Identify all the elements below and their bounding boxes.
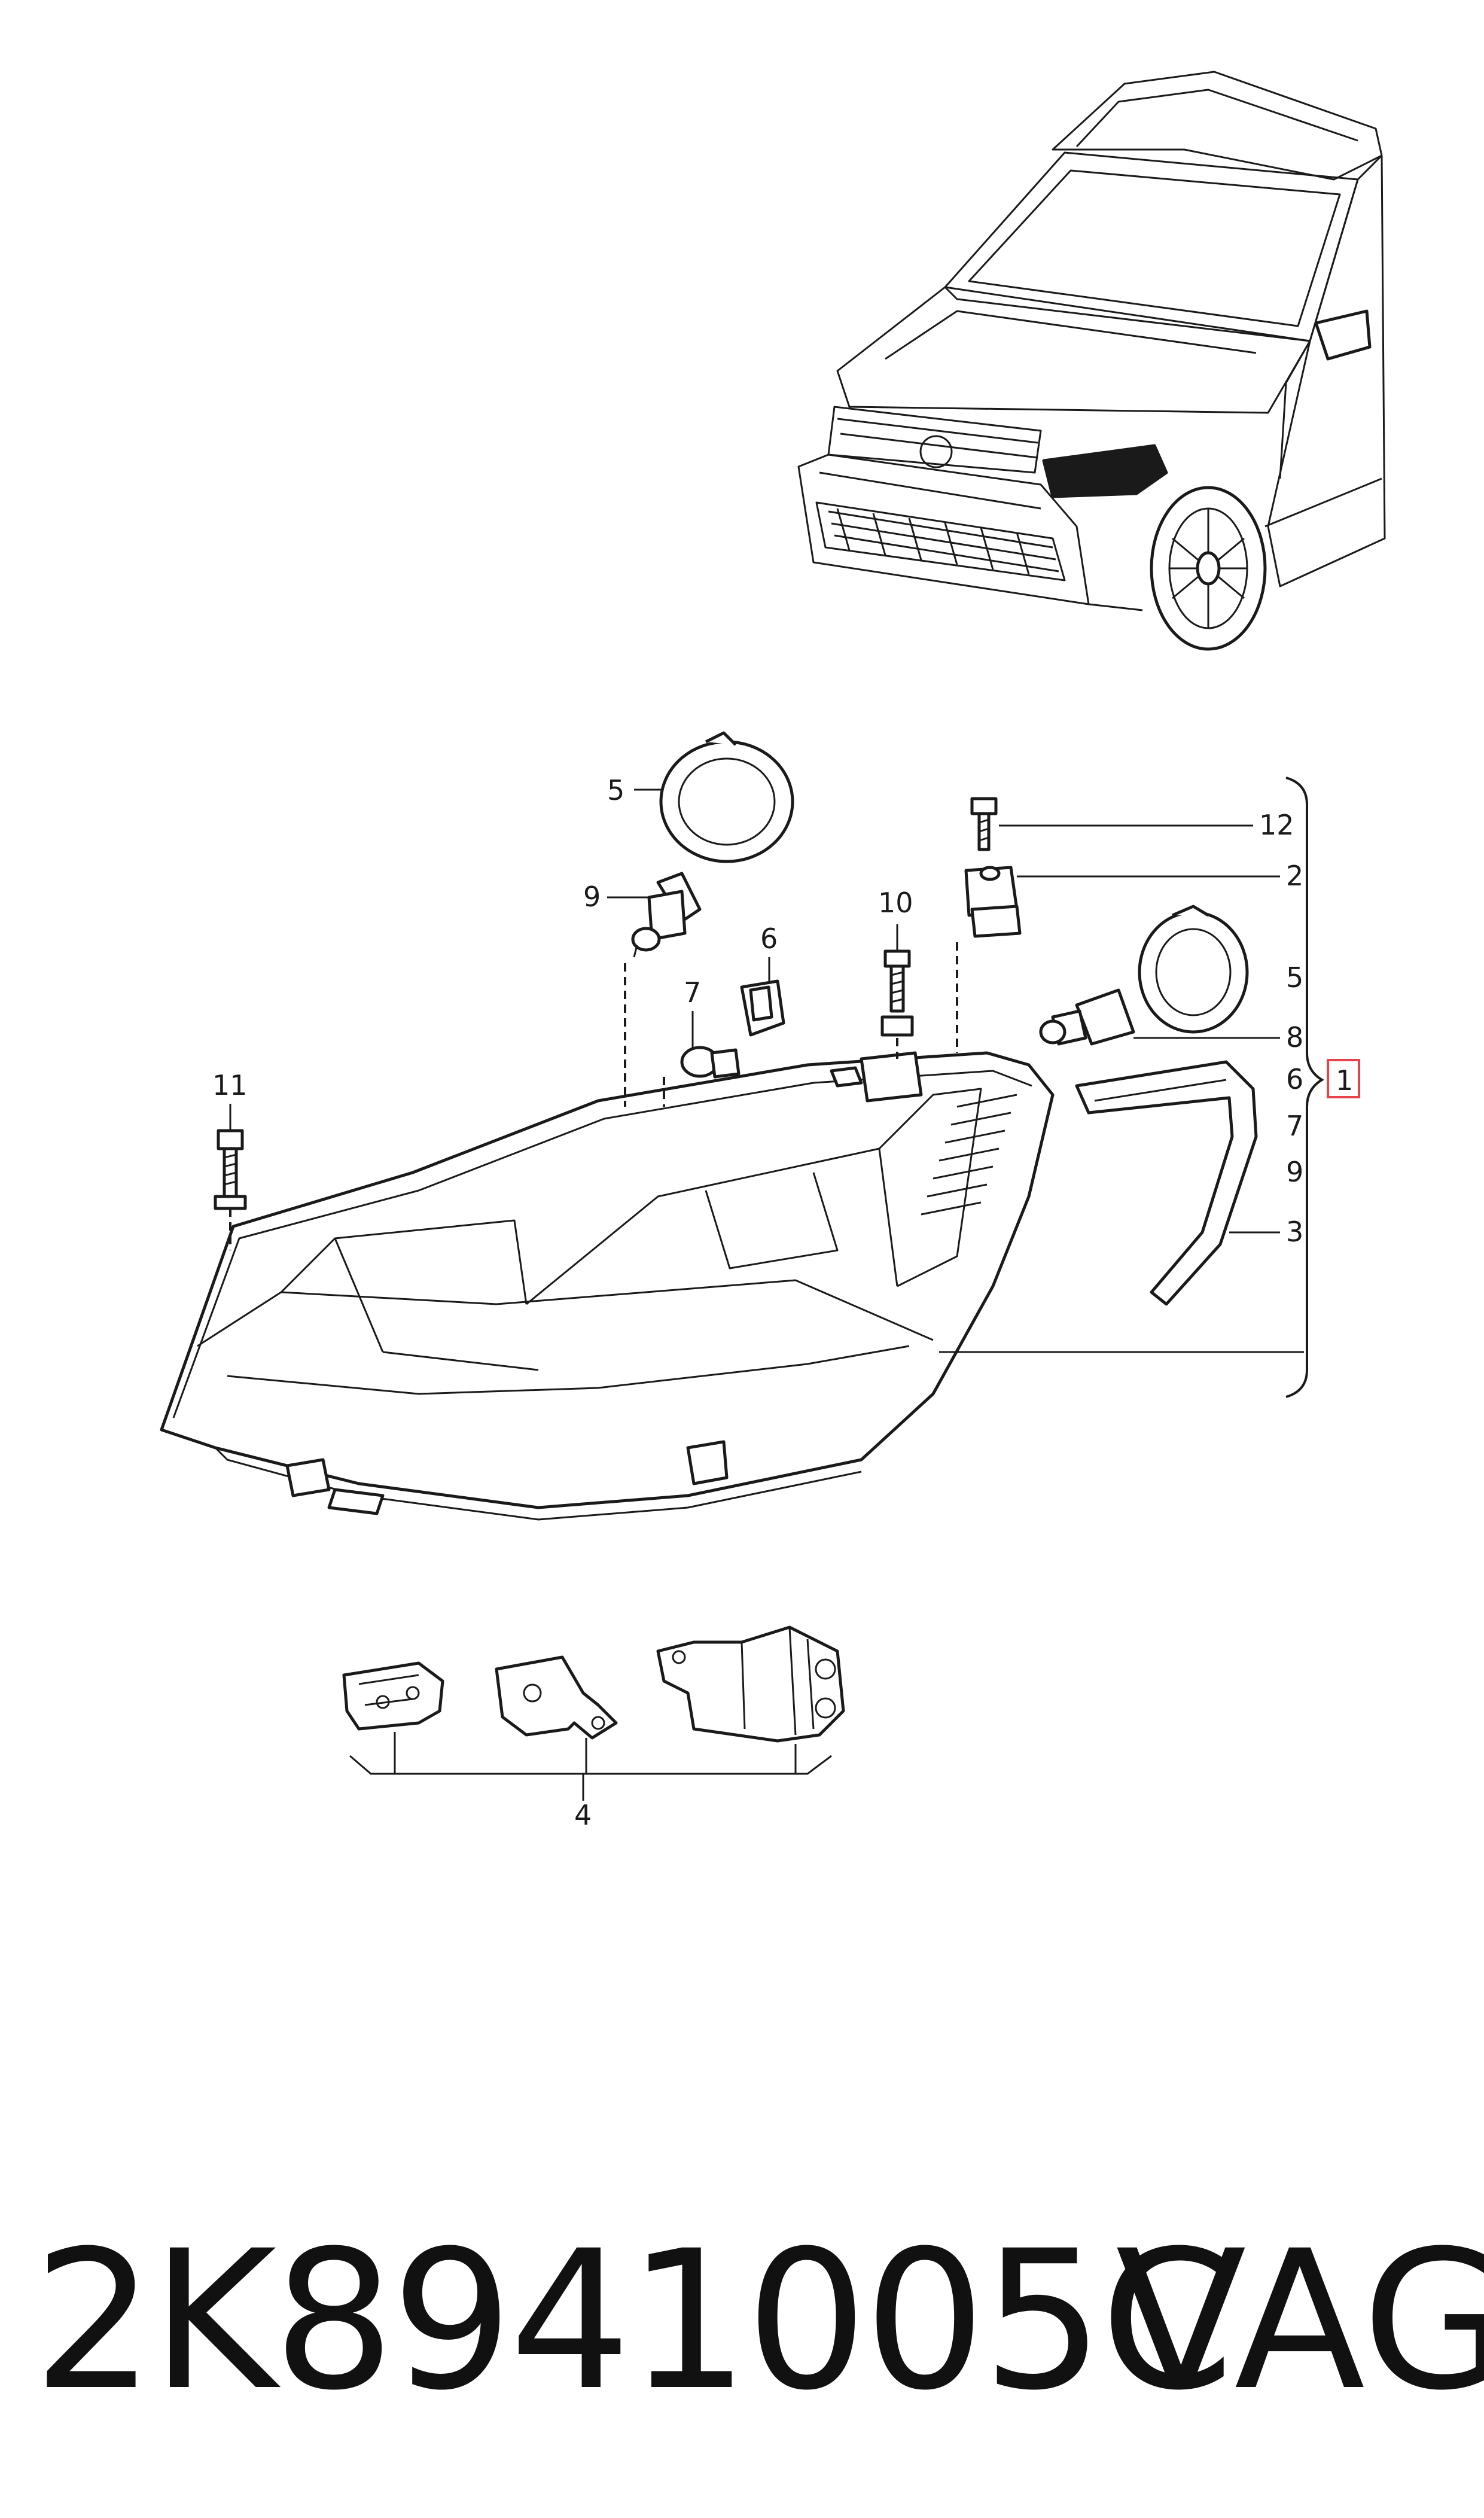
callout-11: 11 — [212, 1069, 248, 1101]
bulb-8 — [1039, 988, 1135, 1046]
brand-name: VAG — [1116, 2210, 1484, 2432]
socket-6 — [740, 979, 785, 1037]
dust-cap-left — [659, 731, 794, 863]
bulb-7 — [680, 1046, 741, 1079]
callout-12: 12 — [1259, 809, 1294, 841]
callout-7-left: 7 — [684, 976, 701, 1009]
callout-8: 8 — [1286, 1021, 1303, 1054]
bolt-11 — [214, 1129, 247, 1210]
trim-strip-3 — [1075, 1060, 1258, 1306]
clip-2 — [964, 866, 1022, 938]
callout-7-right: 7 — [1286, 1110, 1303, 1142]
headlight-assembly — [160, 1051, 1055, 1521]
leader-lines — [229, 777, 1324, 1801]
part-number: 2K8941005C — [33, 2210, 1234, 2432]
callout-4: 4 — [574, 1799, 592, 1831]
callout-6-right: 6 — [1286, 1063, 1303, 1095]
callout-1-box — [1327, 1059, 1360, 1098]
bolt-10 — [880, 949, 914, 1037]
callout-3: 3 — [1286, 1216, 1303, 1248]
bulb-9-left — [631, 872, 702, 958]
callout-5-left: 5 — [607, 774, 624, 806]
callout-1: 1 — [1336, 1064, 1353, 1097]
mounting-brackets-4 — [342, 1625, 845, 1743]
callout-10: 10 — [878, 887, 913, 919]
vehicle-illustration — [797, 71, 1386, 651]
callout-2: 2 — [1286, 860, 1303, 892]
callout-6-left: 6 — [760, 922, 778, 955]
callout-9-left: 9 — [583, 881, 601, 913]
callout-9-right: 9 — [1286, 1156, 1303, 1188]
callout-5-right: 5 — [1286, 961, 1303, 994]
dust-cap-right — [1138, 905, 1249, 1034]
callout-labels: 1 12 2 5 8 6 7 9 3 5 9 6 7 10 11 4 — [212, 774, 1353, 1831]
screw-12 — [970, 797, 998, 851]
